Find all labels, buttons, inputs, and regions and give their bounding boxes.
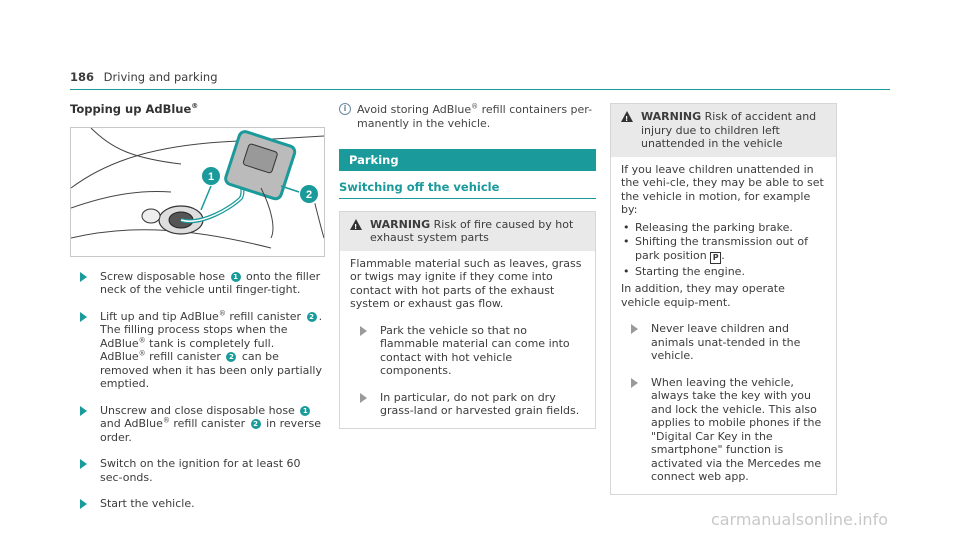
warning-header: ! WARNING Risk of fire caused by hot exh… (340, 211, 595, 251)
warning-body: Flammable material such as leaves, grass… (340, 251, 595, 428)
callout-badge-1: 1 (300, 405, 311, 416)
column-right: ! WARNING Risk of accident and injury du… (610, 103, 837, 495)
step-arrow-icon (80, 459, 87, 469)
warning-box-fire: ! WARNING Risk of fire caused by hot exh… (339, 210, 596, 429)
step-arrow-icon (360, 392, 367, 403)
warning-step: When leaving the vehicle, always take th… (621, 376, 826, 484)
adblue-drawing: 1 2 (70, 127, 325, 248)
step-arrow-icon (80, 271, 87, 282)
section-title-adblue: Topping up AdBlue® (70, 102, 199, 116)
list-item: Releasing the parking brake. (621, 221, 826, 235)
step-arrow-icon (80, 499, 87, 509)
warning-step: Park the vehicle so that no flammable ma… (350, 324, 585, 378)
warning-triangle-icon: ! (350, 218, 362, 231)
callout-2: 2 (306, 189, 312, 201)
callout-badge-2: 2 (226, 352, 237, 362)
park-position-icon: P (710, 251, 722, 264)
list-item: Shifting the transmission out of park po… (621, 235, 826, 264)
page-number: 186 (70, 70, 95, 84)
step-ignition: Switch on the ignition for at least 60 s… (70, 457, 325, 484)
warning-box-children: ! WARNING Risk of accident and injury du… (610, 103, 837, 495)
step-arrow-icon (631, 377, 638, 388)
step-tip-canister: Lift up and tip AdBlue® refill canister … (70, 309, 325, 391)
step-arrow-icon (631, 324, 638, 334)
callout-badge-2: 2 (306, 311, 317, 322)
storage-note: i Avoid storing AdBlue® refill container… (339, 103, 596, 130)
callout-1: 1 (208, 171, 214, 183)
column-left: Topping up AdBlue® 1 2 (70, 102, 325, 511)
watermark: carmanualsonline.info (710, 510, 888, 529)
header-divider (70, 89, 890, 90)
warning-triangle-icon: ! (621, 111, 633, 123)
list-item: Starting the engine. (621, 265, 826, 279)
step-unscrew-hose: Unscrew and close disposable hose 1 and … (70, 404, 325, 445)
warning-step: In particular, do not park on dry grass-… (350, 391, 585, 418)
section-name: Driving and parking (103, 70, 218, 84)
warning-header: ! WARNING Risk of accident and injury du… (611, 104, 836, 157)
section-band-parking: Parking (339, 149, 596, 171)
step-arrow-icon (80, 405, 87, 416)
step-arrow-icon (80, 311, 87, 322)
step-arrow-icon (360, 325, 367, 336)
warning-bullet-list: Releasing the parking brake. Shifting th… (621, 221, 826, 279)
warning-body: If you leave children unattended in the … (611, 157, 836, 494)
info-icon: i (339, 103, 351, 115)
step-screw-hose: Screw disposable hose 1 onto the filler … (70, 270, 325, 297)
column-middle: i Avoid storing AdBlue® refill container… (339, 103, 596, 429)
adblue-illustration: 1 2 (70, 126, 325, 257)
warning-step: Never leave children and animals unat-te… (621, 322, 826, 363)
callout-badge-2: 2 (250, 419, 261, 429)
subsection-title-switch-off: Switching off the vehicle (339, 180, 596, 199)
page-header: 186 Driving and parking (70, 70, 218, 84)
callout-badge-1: 1 (230, 271, 241, 282)
step-start-vehicle: Start the vehicle. (70, 497, 325, 511)
